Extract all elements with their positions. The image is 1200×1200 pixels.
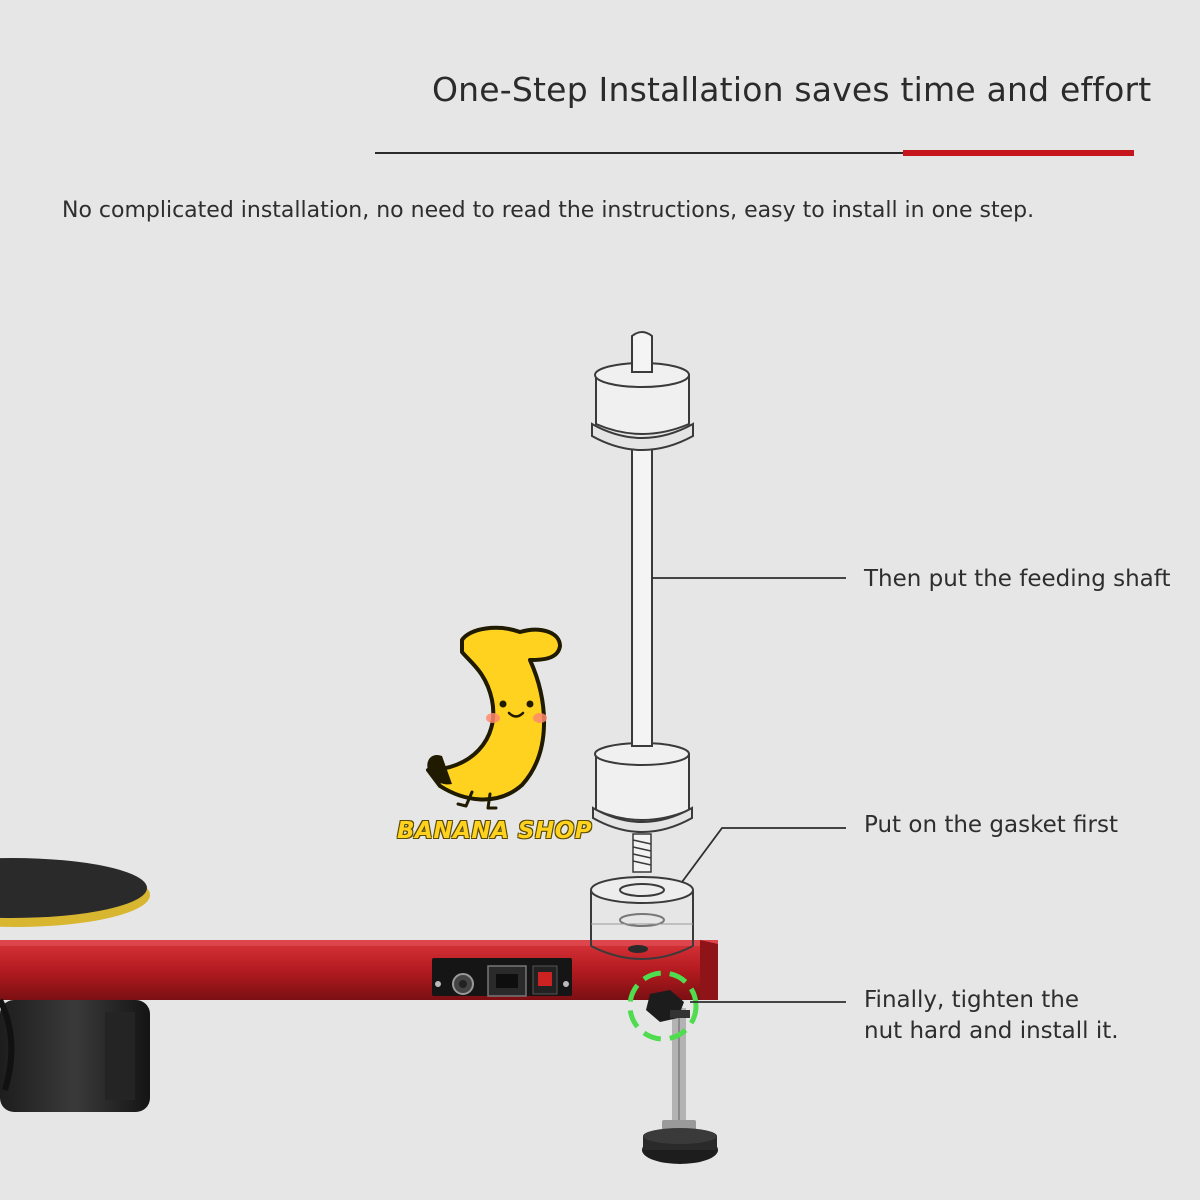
callout-gasket: Put on the gasket first [864, 812, 1118, 838]
banana-mascot-icon [426, 625, 562, 810]
shaft-lower-collar [592, 742, 693, 833]
leader-gasket [681, 827, 846, 883]
threaded-bolt [632, 833, 652, 873]
title-accent-bar [903, 150, 1134, 156]
mount-hole [628, 945, 648, 953]
shaft-top-pin [631, 331, 653, 373]
page-subtitle: No complicated installation, no need to … [62, 198, 1035, 223]
callout-tighten-nut: Finally, tighten the nut hard and instal… [864, 985, 1194, 1047]
page-title: One-Step Installation saves time and eff… [432, 70, 1152, 109]
turntable-platter [0, 858, 150, 927]
callout-nut-line-2: nut hard and install it. [864, 1018, 1119, 1044]
callout-leaders [652, 577, 846, 1003]
callout-feeding-shaft: Then put the feeding shaft [864, 566, 1171, 592]
shaft-upper-collar [591, 362, 694, 451]
red-frame-bar [0, 940, 718, 1000]
control-panel [432, 958, 572, 997]
nut-highlight [627, 970, 699, 1042]
title-divider [375, 152, 905, 154]
shop-name: BANANA SHOP [397, 818, 593, 844]
gasket [590, 876, 694, 960]
motor [0, 998, 150, 1112]
callout-nut-line-1: Finally, tighten the [864, 987, 1080, 1013]
shaft-rod [631, 445, 653, 747]
